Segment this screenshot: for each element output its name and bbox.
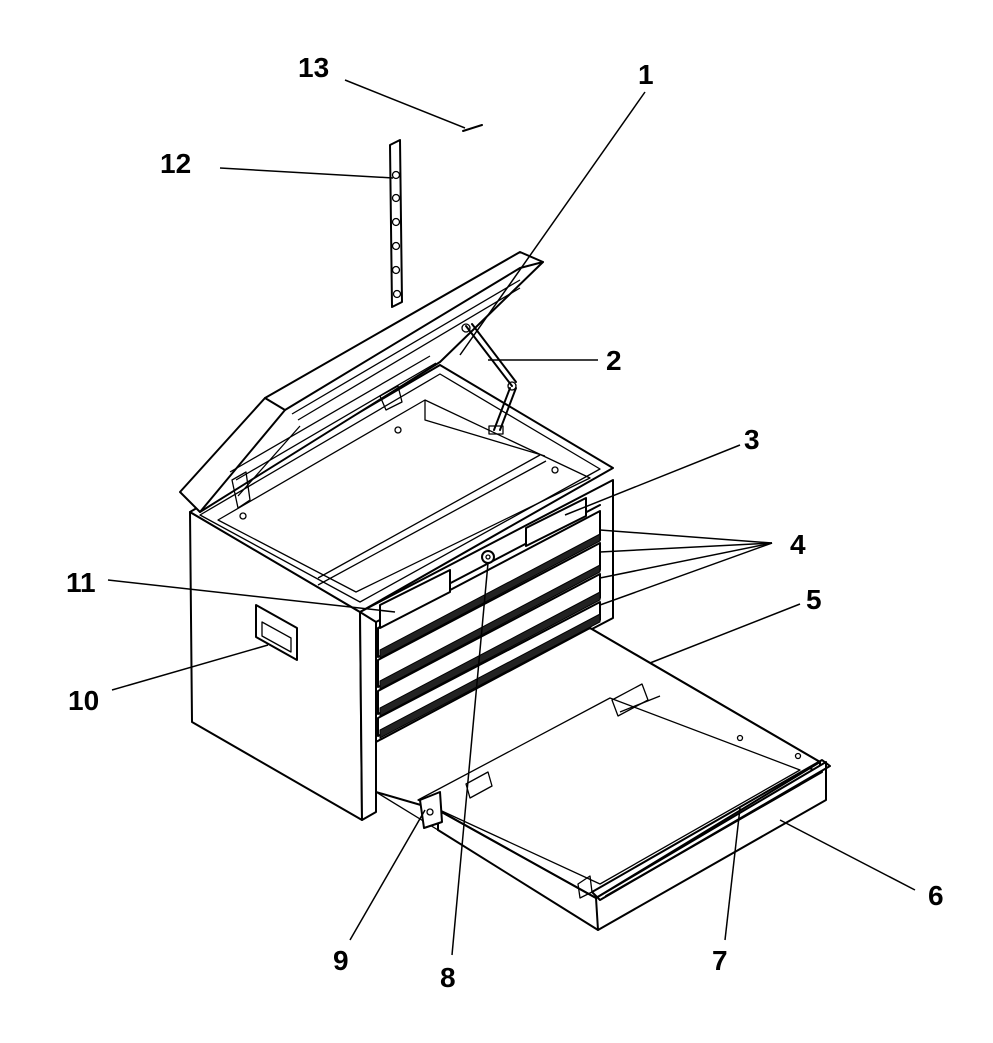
callout-5: 5 bbox=[806, 584, 822, 615]
callout-10: 10 bbox=[68, 685, 99, 716]
part-10-side-handle bbox=[255, 604, 298, 661]
part-4-drawers bbox=[377, 510, 601, 739]
leader-4c bbox=[599, 542, 773, 579]
callout-3: 3 bbox=[744, 424, 760, 455]
part-8-lock bbox=[481, 550, 495, 564]
callout-1: 1 bbox=[638, 59, 654, 90]
leader-4a bbox=[599, 529, 773, 544]
callout-2: 2 bbox=[606, 345, 622, 376]
callout-13: 13 bbox=[298, 52, 329, 83]
part-9-slide-bracket bbox=[419, 791, 443, 829]
leader-9 bbox=[349, 809, 426, 941]
callout-7: 7 bbox=[712, 945, 728, 976]
part-13-pin bbox=[462, 124, 483, 132]
leader-1 bbox=[459, 91, 646, 356]
part-3-nameplate bbox=[525, 497, 587, 547]
callout-12: 12 bbox=[160, 148, 191, 179]
leader-13 bbox=[344, 79, 466, 129]
leader-8 bbox=[451, 562, 489, 956]
leader-12 bbox=[219, 167, 394, 179]
part-7-drawer-pull bbox=[605, 771, 823, 897]
leader-7 bbox=[724, 807, 741, 941]
leader-6 bbox=[779, 819, 916, 891]
part-12-hinge-strip bbox=[389, 139, 403, 308]
part-11-label-plate bbox=[379, 569, 451, 629]
chest-lid bbox=[179, 251, 544, 513]
leader-4d bbox=[599, 542, 773, 606]
leader-10 bbox=[111, 644, 269, 691]
callout-11: 11 bbox=[66, 567, 96, 598]
leader-3 bbox=[564, 444, 741, 516]
callout-6: 6 bbox=[928, 880, 944, 911]
leader-lines bbox=[107, 79, 916, 956]
callout-labels: 1 2 3 4 5 6 7 8 9 10 11 12 13 bbox=[66, 52, 944, 993]
callout-4: 4 bbox=[790, 529, 806, 560]
leader-11 bbox=[107, 579, 396, 613]
leader-4b bbox=[599, 542, 773, 553]
callout-8: 8 bbox=[440, 962, 456, 993]
callout-9: 9 bbox=[333, 945, 349, 976]
leader-5 bbox=[649, 603, 801, 664]
